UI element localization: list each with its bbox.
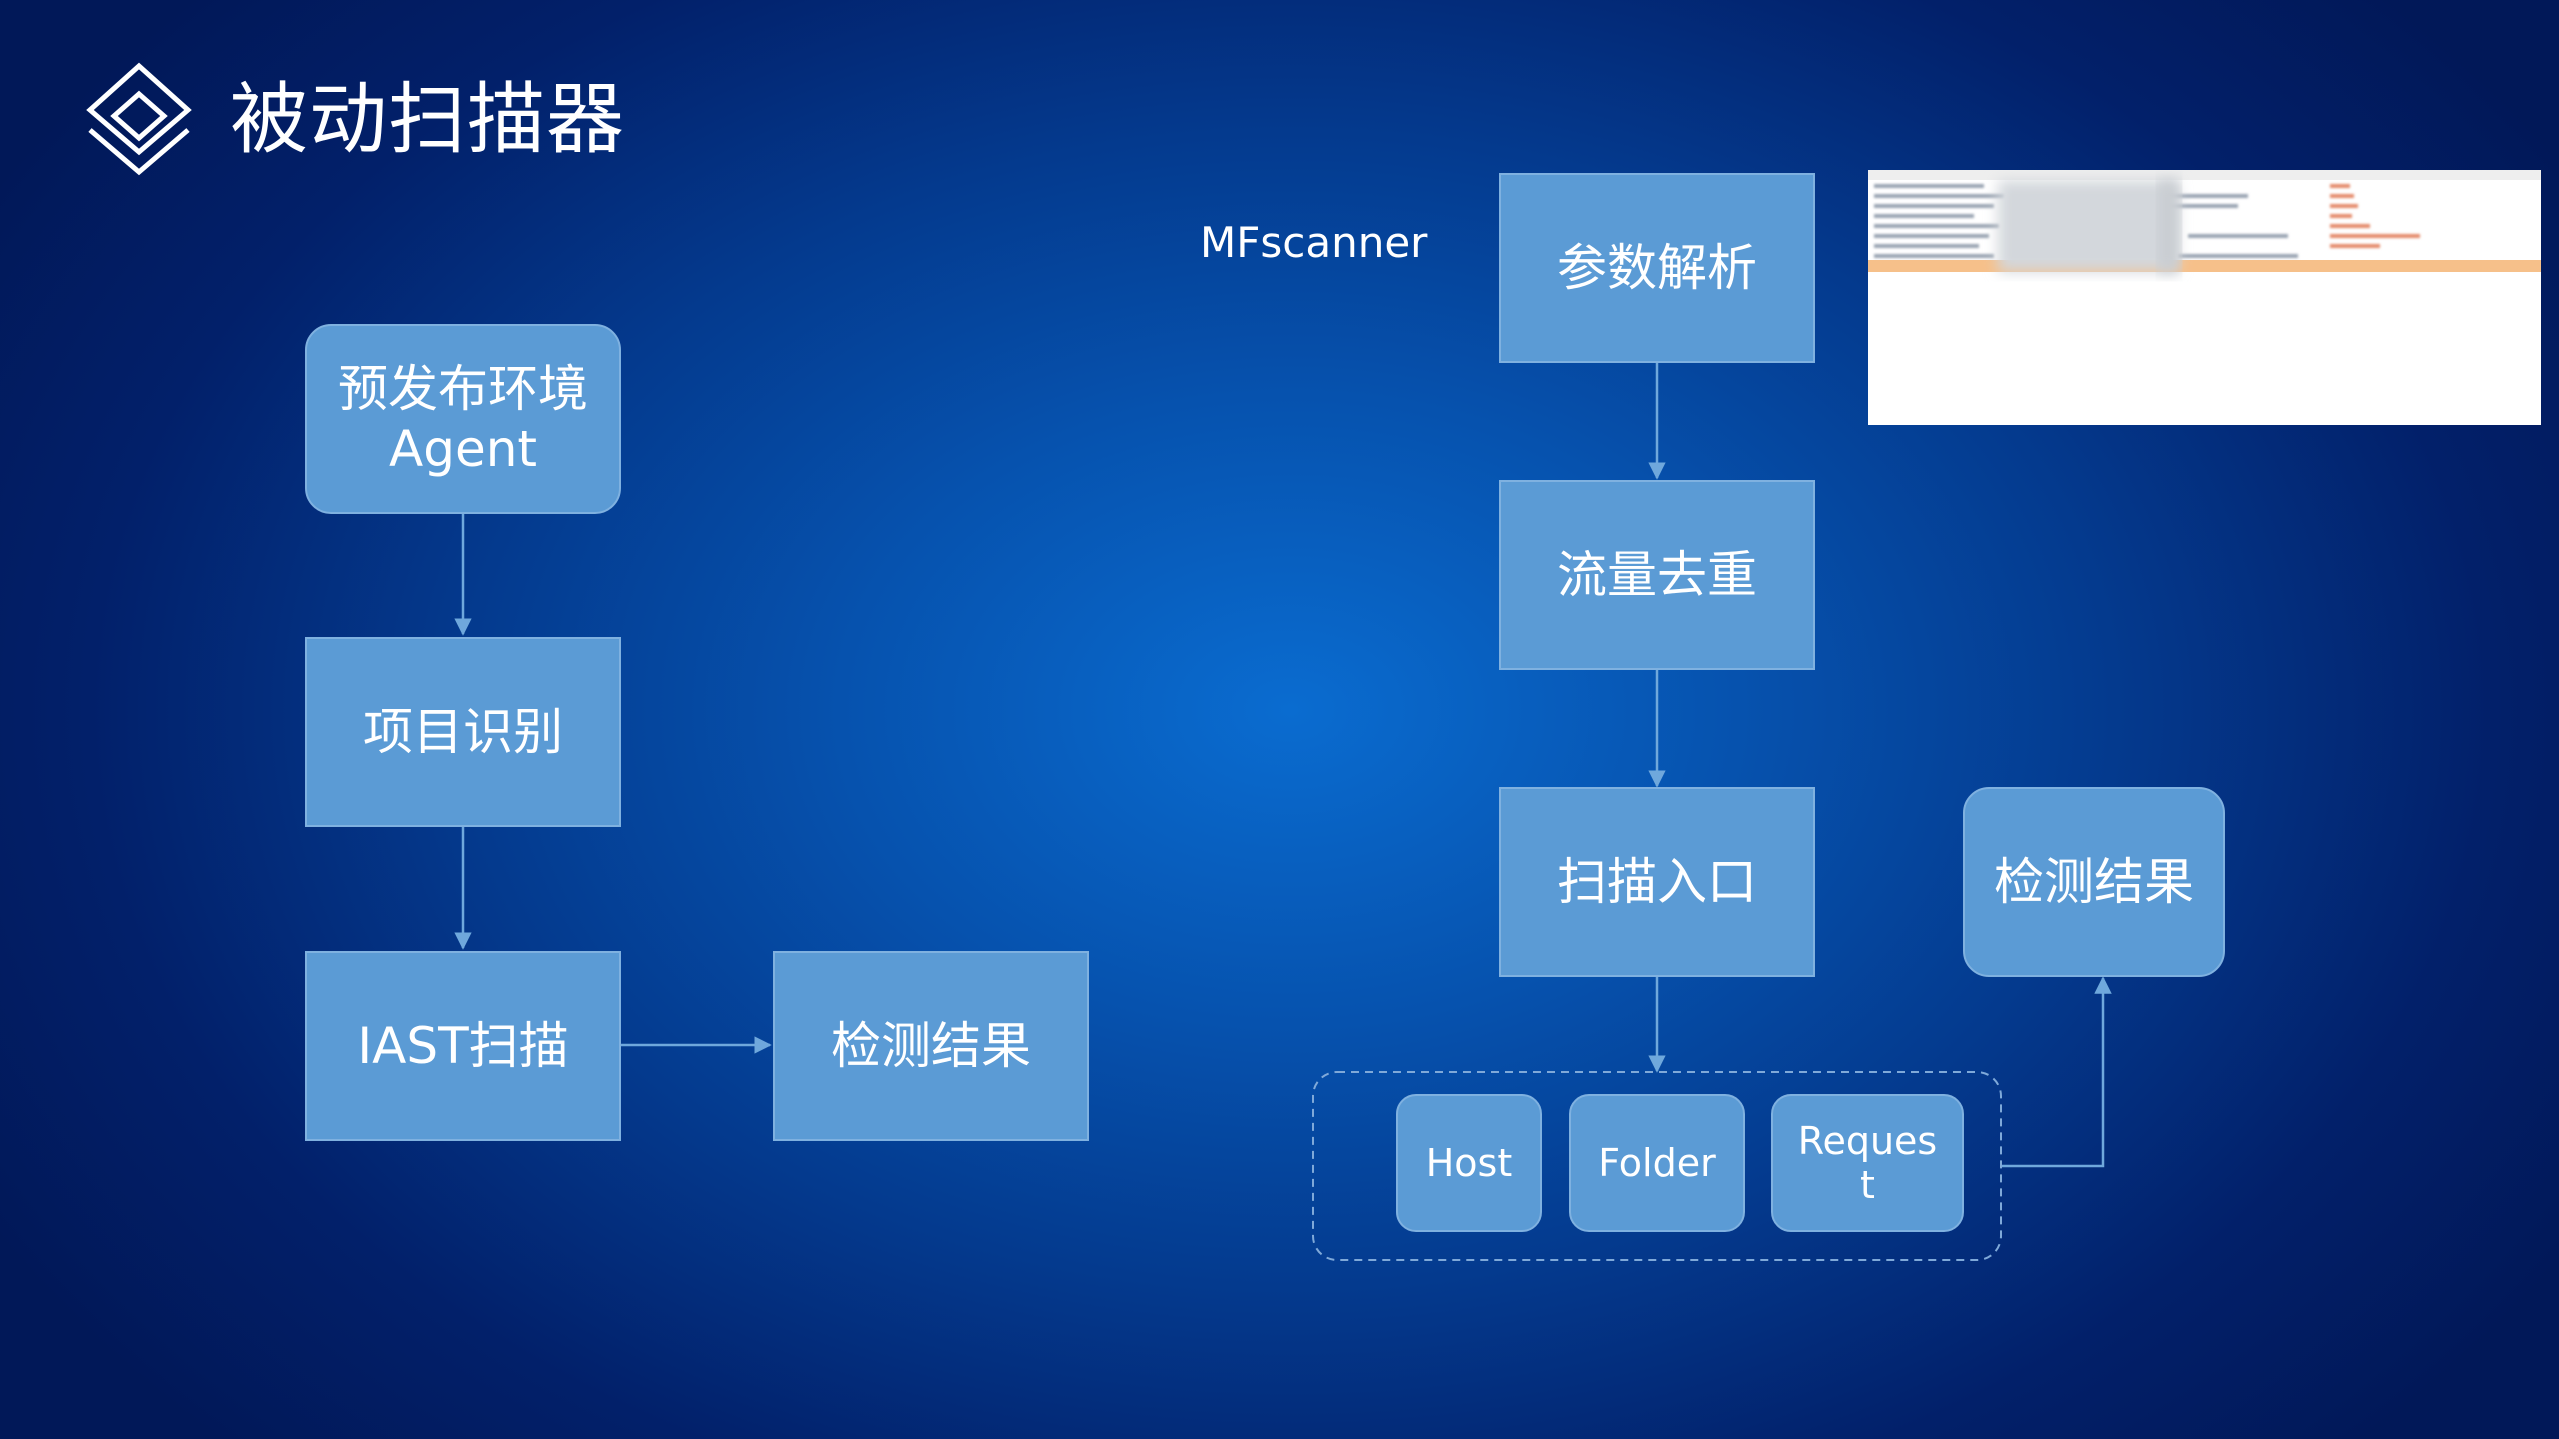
agent-box-line2: Agent (389, 420, 537, 478)
right-result-box: 检测结果 (1963, 787, 2225, 977)
traffic-dedup-label: 流量去重 (1557, 546, 1757, 604)
left-result-label: 检测结果 (831, 1017, 1031, 1075)
param-parse-label: 参数解析 (1557, 239, 1757, 297)
scan-type-folder-label: Folder (1598, 1141, 1716, 1185)
page-title: 被动扫描器 (230, 75, 626, 165)
arrow-types-to-result (2001, 976, 2112, 1168)
agent-box: 预发布环境 Agent (305, 324, 621, 514)
mfscanner-label: MFscanner (1200, 218, 1428, 267)
layers-icon (86, 62, 192, 176)
scan-type-folder: Folder (1569, 1094, 1745, 1232)
scan-type-request-line2: t (1860, 1163, 1875, 1207)
traffic-dedup-box: 流量去重 (1499, 480, 1815, 670)
param-parse-box: 参数解析 (1499, 173, 1815, 363)
iast-scan-label: IAST扫描 (357, 1017, 569, 1075)
scan-type-request: Reques t (1771, 1094, 1964, 1232)
scan-results-screenshot (1868, 170, 2541, 425)
scan-type-request-line1: Reques (1797, 1119, 1938, 1163)
scan-entry-label: 扫描入口 (1557, 853, 1757, 911)
iast-scan-box: IAST扫描 (305, 951, 621, 1141)
left-result-box: 检测结果 (773, 951, 1089, 1141)
project-identify-box: 项目识别 (305, 637, 621, 827)
agent-box-line1: 预发布环境 (338, 360, 588, 418)
scan-type-host-label: Host (1425, 1141, 1513, 1185)
scan-entry-box: 扫描入口 (1499, 787, 1815, 977)
right-result-label: 检测结果 (1994, 853, 2194, 911)
project-identify-label: 项目识别 (363, 703, 563, 761)
scan-type-host: Host (1396, 1094, 1542, 1232)
